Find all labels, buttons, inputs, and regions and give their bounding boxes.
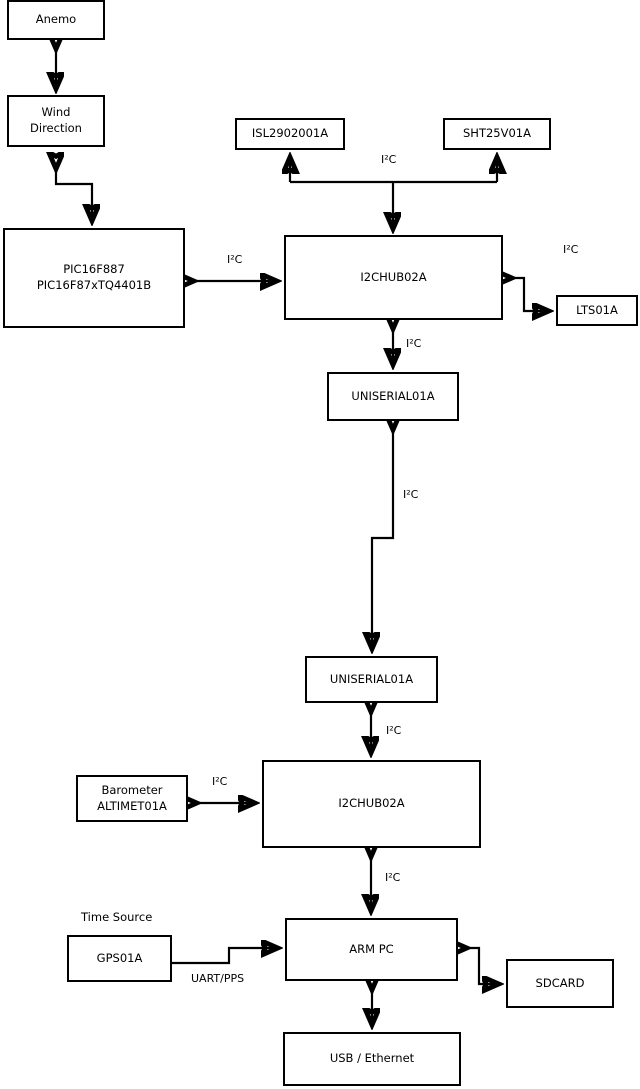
node-uniserial01a-top[interactable]: UNISERIAL01A: [327, 372, 459, 421]
edge-label-barometer-to-hub: I²C: [212, 775, 228, 788]
node-anemo[interactable]: Anemo: [7, 0, 105, 40]
label-time-source: Time Source: [81, 910, 153, 924]
node-i2chub02a-top[interactable]: I2CHUB02A: [284, 235, 503, 320]
edge-label-pic-to-hub: I²C: [227, 253, 243, 266]
wire-gps-armpc: [172, 948, 277, 965]
node-sht25v01a[interactable]: SHT25V01A: [443, 118, 551, 150]
edge-label-uniserial-bottom-to-hub: I²C: [386, 724, 402, 737]
node-gps01a[interactable]: GPS01A: [67, 935, 172, 982]
wire-armpc-sdcard: [466, 948, 498, 984]
node-pic-mcu[interactable]: PIC16F887 PIC16F87xTQ4401B: [3, 228, 185, 328]
node-uniserial01a-bottom[interactable]: UNISERIAL01A: [305, 656, 438, 703]
node-wind-direction[interactable]: Wind Direction: [7, 95, 105, 147]
edge-label-gps-to-armpc: UART/PPS: [191, 972, 245, 985]
node-barometer-altimet01a[interactable]: Barometer ALTIMET01A: [76, 775, 188, 822]
node-usb-ethernet[interactable]: USB / Ethernet: [283, 1032, 461, 1086]
edge-label-uniserial-link: I²C: [403, 488, 419, 501]
node-arm-pc[interactable]: ARM PC: [285, 918, 458, 981]
node-lts01a[interactable]: LTS01A: [556, 295, 638, 326]
wire-uniserial-link: [372, 429, 393, 648]
edge-label-hub-to-armpc: I²C: [385, 871, 401, 884]
wire-pic-winddirection: [56, 168, 92, 220]
edge-label-sensors-to-hub: I²C: [381, 153, 397, 166]
edge-label-hub-to-lts: I²C: [563, 243, 579, 256]
node-isl2902001a[interactable]: ISL2902001A: [235, 118, 345, 150]
wire-hubtop-lts: [511, 278, 548, 311]
edge-label-hub-to-uniserial-top: I²C: [406, 337, 422, 350]
node-sdcard[interactable]: SDCARD: [506, 959, 614, 1008]
node-i2chub02a-bottom[interactable]: I2CHUB02A: [262, 760, 481, 848]
